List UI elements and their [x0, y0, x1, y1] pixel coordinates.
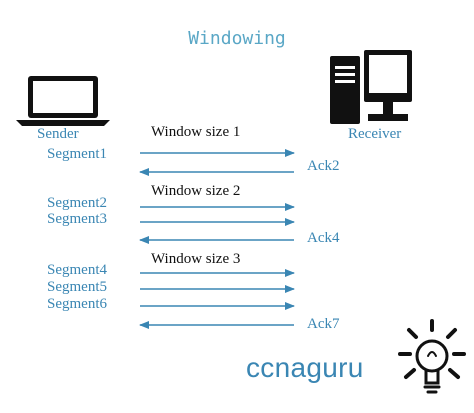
desktop-computer-icon — [330, 50, 412, 124]
ack-label-2: Ack2 — [307, 158, 340, 174]
segment-label-3: Segment3 — [47, 211, 107, 227]
receiver-label: Receiver — [348, 126, 402, 142]
brand-logo-text: ccnaguru — [246, 352, 364, 383]
segment-label-5: Segment5 — [47, 279, 107, 295]
ack-label-4: Ack4 — [307, 230, 340, 246]
segment-label-1: Segment1 — [47, 146, 107, 162]
window-size-label-1: Window size 1 — [151, 124, 241, 140]
segment-label-4: Segment4 — [47, 262, 107, 278]
diagram-title: Windowing — [188, 28, 286, 49]
ack-label-7: Ack7 — [307, 316, 340, 332]
sender-label: Sender — [37, 126, 79, 142]
laptop-icon — [16, 76, 110, 126]
arrows — [139, 149, 295, 329]
segment-label-2: Segment2 — [47, 195, 107, 211]
window-size-label-2: Window size 2 — [151, 183, 241, 199]
window-size-label-3: Window size 3 — [151, 251, 241, 267]
segment-label-6: Segment6 — [47, 296, 107, 312]
lightbulb-icon — [398, 319, 466, 394]
